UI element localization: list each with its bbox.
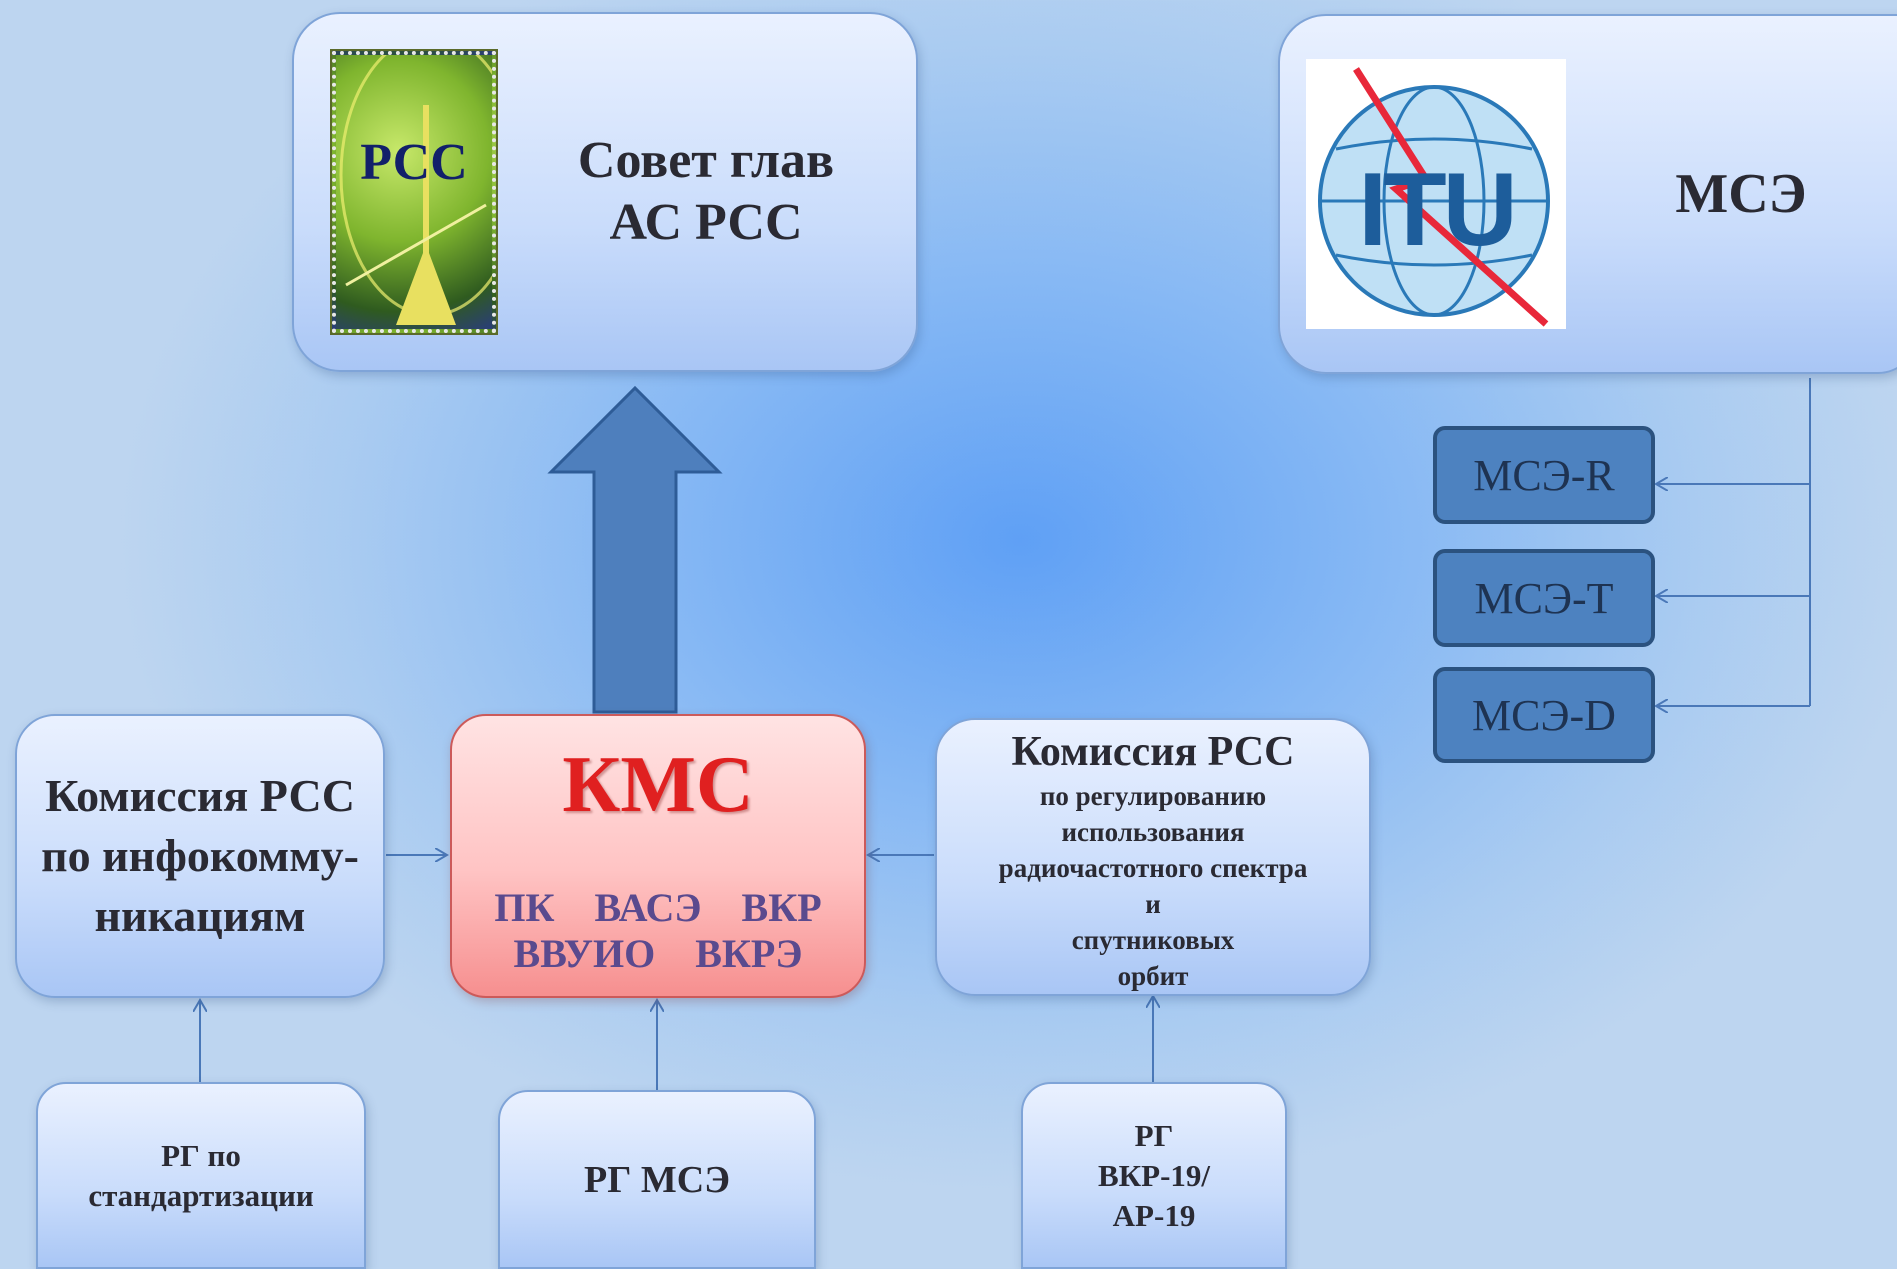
right-commission-line-4: и <box>1145 889 1161 919</box>
big-up-arrow <box>547 385 723 714</box>
right-commission-line-2: использования <box>1061 817 1245 847</box>
right-commission-line-1: по регулированию <box>1039 781 1267 811</box>
bottom-left-box: РГ по стандартизации <box>36 1082 366 1269</box>
kms-abbr-row2: ВВУИО ВКРЭ <box>452 930 864 977</box>
bottom-right-box: РГ ВКР-19/ АР-19 <box>1021 1082 1287 1269</box>
bottom-center-box: РГ МСЭ <box>498 1090 816 1269</box>
council-title: Совет глав АС РСС <box>496 130 916 254</box>
bottom-right-line1: РГ <box>1134 1117 1174 1153</box>
bottom-center-text: РГ МСЭ <box>584 1158 730 1201</box>
kms-box: КМС ПК ВАСЭ ВКР ВВУИО ВКРЭ <box>450 714 866 998</box>
council-title-line2: АС РСС <box>609 194 803 251</box>
right-commission-title: Комиссия РСС <box>1011 729 1295 775</box>
right-commission-line-6: орбит <box>1117 961 1189 991</box>
bottom-right-line2: ВКР-19/ <box>1097 1157 1211 1193</box>
kms-title: КМС <box>562 741 754 829</box>
kms-item-pk: ПК <box>494 885 555 930</box>
bottom-right-line3: АР-19 <box>1112 1197 1196 1233</box>
kms-item-vase: ВАСЭ <box>594 885 702 930</box>
itu-logo: ITU <box>1306 59 1566 329</box>
right-commission-line-5: спутниковых <box>1071 925 1235 955</box>
itu-t-box: МСЭ-T <box>1433 549 1655 647</box>
itu-label: МСЭ <box>1675 163 1807 225</box>
right-commission-line-3: радиочастотного спектра <box>998 853 1308 883</box>
kms-abbr-row1: ПК ВАСЭ ВКР <box>452 884 864 931</box>
council-box: РСС Совет глав АС РСС <box>292 12 918 372</box>
left-commission-text: Комиссия РСС по инфокомму-никациям <box>41 770 359 941</box>
itu-box: ITU МСЭ <box>1278 14 1897 374</box>
itu-d-box: МСЭ-D <box>1433 667 1655 763</box>
kms-item-vkre: ВКРЭ <box>695 931 803 976</box>
rcc-logo-text: РСС <box>360 134 468 191</box>
right-commission-box: Комиссия РСС по регулированию использова… <box>935 718 1371 996</box>
kms-item-vvuio: ВВУИО <box>513 931 656 976</box>
bottom-left-line1: РГ по <box>161 1137 241 1173</box>
bottom-left-line2: стандартизации <box>88 1177 314 1213</box>
kms-item-vkr: ВКР <box>741 885 822 930</box>
rcc-stamp-logo: РСС <box>330 49 498 335</box>
left-commission-box: Комиссия РСС по инфокомму-никациям <box>15 714 385 998</box>
council-title-line1: Совет глав <box>577 132 835 189</box>
itu-logo-text: ITU <box>1358 152 1518 268</box>
itu-r-box: МСЭ-R <box>1433 426 1655 524</box>
